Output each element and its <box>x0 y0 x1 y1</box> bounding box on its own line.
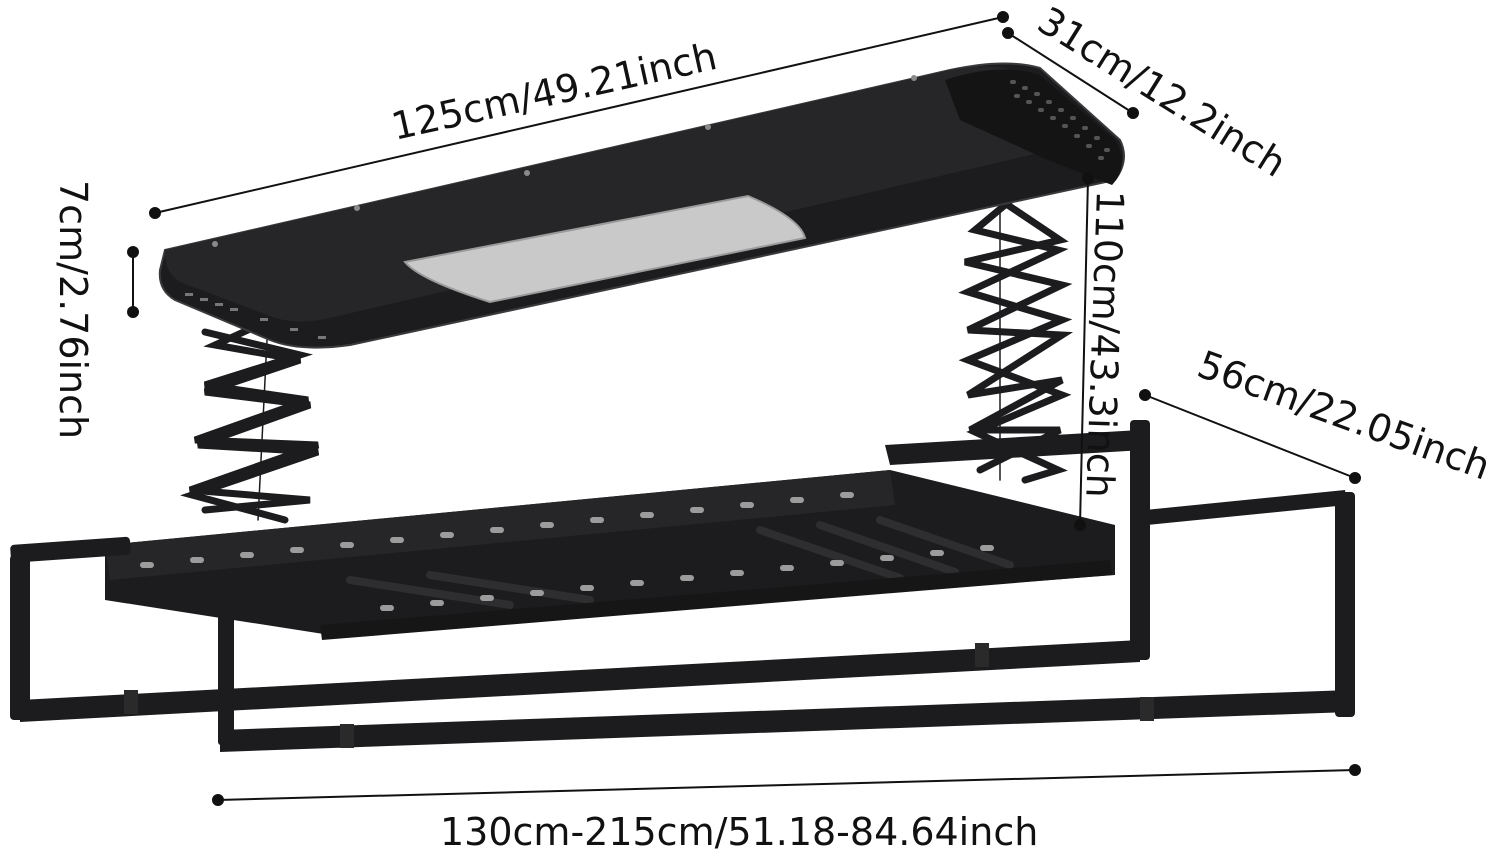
dim-line-rack-depth <box>1144 394 1356 479</box>
dim-line-extended-width <box>217 769 1356 801</box>
vent-end-cap <box>945 69 1122 185</box>
ceiling-unit <box>158 62 1125 349</box>
label-lift-height: 110cm/43.3inch <box>1077 190 1132 499</box>
drying-rack <box>10 420 1355 752</box>
led-light-panel <box>403 194 807 304</box>
dimension-lines <box>127 11 1361 806</box>
dim-line-lift-height <box>1079 177 1089 526</box>
vent-grille <box>1010 80 1110 160</box>
label-extended-width: 130cm-215cm/51.18-84.64inch <box>440 810 1038 854</box>
label-thickness: 7cm/2.76inch <box>51 180 95 439</box>
dim-line-depth-top <box>1007 32 1134 114</box>
scissor-arm-left <box>179 316 320 524</box>
dim-line-length-top <box>154 16 1004 214</box>
